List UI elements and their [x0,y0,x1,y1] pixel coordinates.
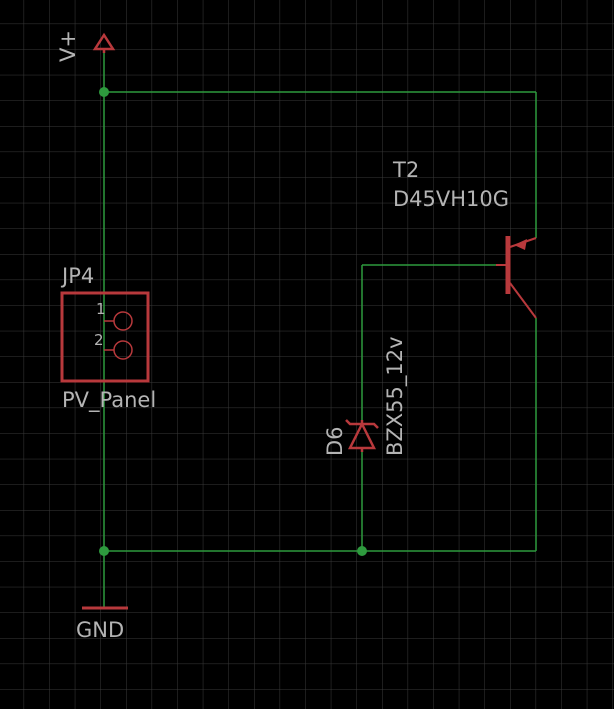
supply-label: V+ [56,30,80,62]
wires [103,52,537,608]
diode-name: D6 [323,426,347,456]
junction-bottom-middle[interactable] [357,546,367,556]
transistor-name: T2 [392,158,419,182]
pin-header-icon[interactable] [60,291,150,383]
zener-diode-icon[interactable] [345,419,379,452]
junctions [99,87,367,556]
pnp-transistor-icon[interactable] [496,236,537,319]
connector-name: JP4 [60,264,94,288]
connector-pin2-label: 2 [94,331,104,349]
junction-top-left[interactable] [99,87,109,97]
junction-bottom-left[interactable] [99,546,109,556]
diode-value: BZX55_12v [383,336,408,456]
transistor-value: D45VH10G [393,187,509,211]
connector-pin1-label: 1 [96,300,106,318]
supply-triangle-icon[interactable] [92,32,116,53]
connector-value: PV_Panel [62,388,156,413]
ground-label: GND [76,618,124,642]
